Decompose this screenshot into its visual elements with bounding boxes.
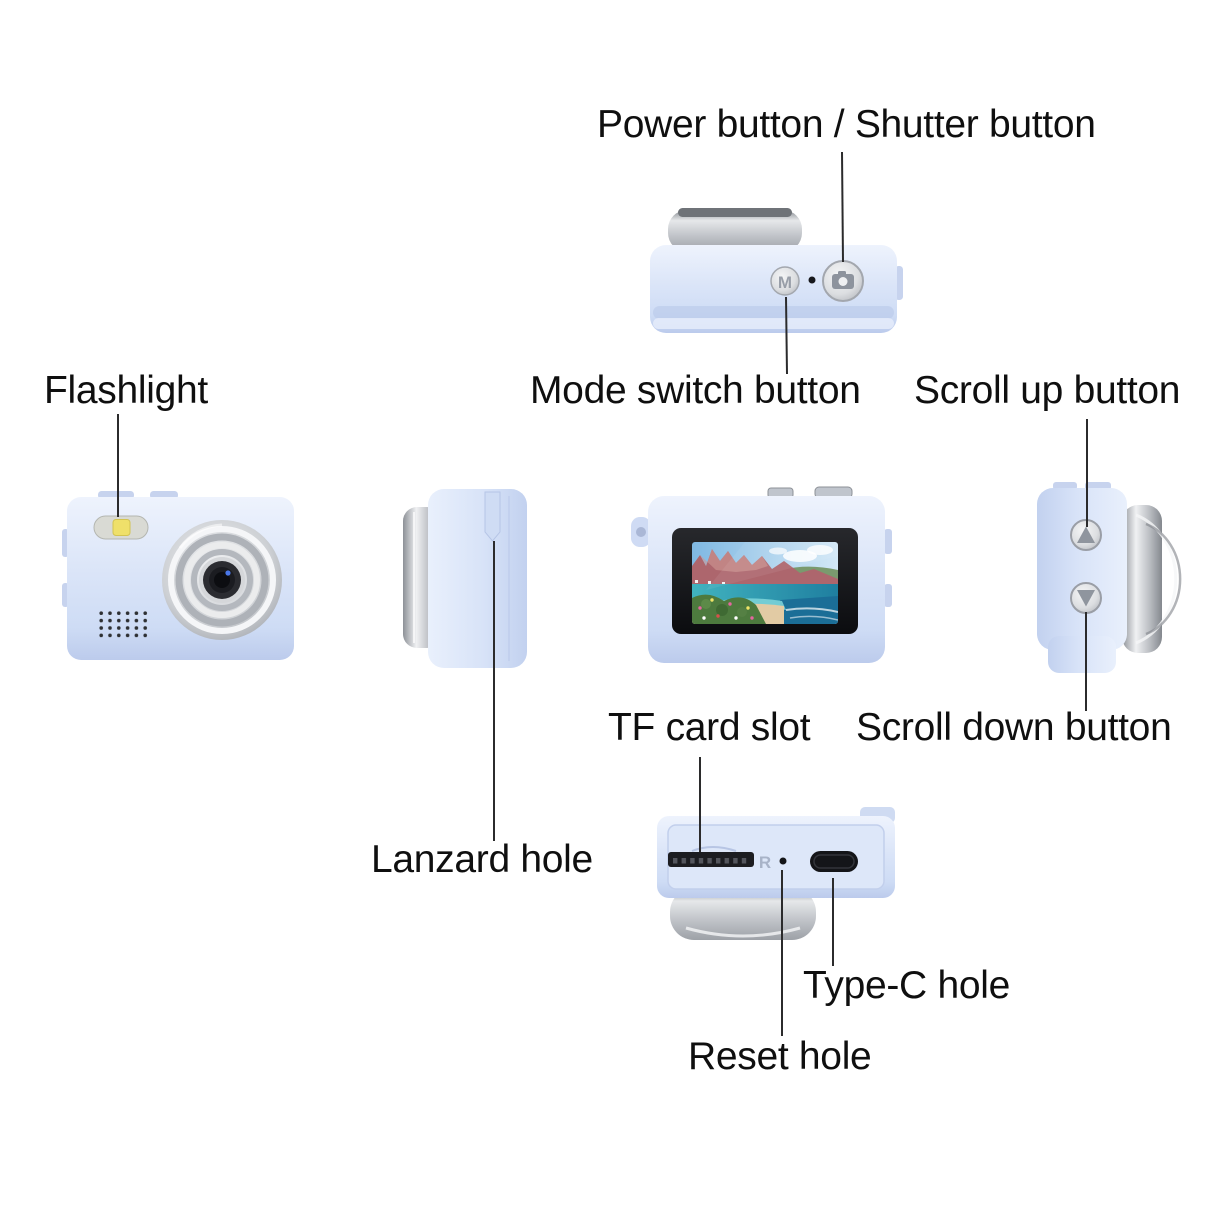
type-c-port	[810, 851, 858, 872]
label-scroll-up: Scroll up button	[914, 369, 1181, 412]
mode-button-letter: M	[778, 273, 792, 292]
mode-button	[770, 266, 800, 296]
camera-icon	[832, 271, 854, 289]
camera-back-view	[631, 486, 892, 663]
top-body-edge-band	[653, 306, 894, 319]
lens-barrel-bottom	[670, 888, 816, 940]
top-body-lip	[653, 318, 894, 329]
label-lanzard: Lanzard hole	[371, 838, 593, 881]
tf-card-slot-pins	[673, 858, 749, 864]
flashlight-bulb	[112, 519, 131, 536]
line-mode-switch	[785, 296, 788, 375]
camera-bottom-view: R	[657, 807, 895, 940]
side-body	[428, 489, 527, 668]
side-body-foot	[1048, 636, 1116, 673]
label-reset: Reset hole	[688, 1035, 872, 1078]
label-scroll-down: Scroll down button	[856, 706, 1172, 749]
lens-barrel-side	[1122, 505, 1162, 653]
lens-glint	[225, 570, 231, 576]
label-power-shutter: Power button / Shutter button	[597, 103, 1096, 146]
camera-right-side-view	[1037, 482, 1182, 673]
camera-top-view: M	[650, 208, 903, 333]
lanyard-bar	[484, 491, 501, 542]
reset-marking: R	[759, 853, 771, 872]
label-type-c: Type-C hole	[803, 964, 1010, 1007]
triangle-up-icon	[1077, 526, 1095, 543]
screen-image	[692, 542, 838, 624]
side-button-bump	[884, 584, 892, 607]
lens-ring-cap	[678, 208, 792, 217]
lens-ring-top-edge	[668, 210, 802, 252]
line-power-shutter	[841, 151, 844, 263]
power-indicator-dot	[808, 276, 816, 284]
lanyard-loop-hole	[636, 527, 646, 537]
label-flashlight: Flashlight	[44, 369, 208, 412]
reset-hole	[779, 857, 787, 865]
flower-dots	[698, 598, 754, 620]
type-c-port-inner	[813, 854, 855, 869]
camera-left-side-view	[403, 489, 527, 668]
triangle-down-icon	[1077, 590, 1095, 607]
lens	[162, 520, 282, 640]
speaker-grille	[99, 611, 150, 638]
label-tf-card: TF card slot	[608, 706, 811, 749]
side-body	[1037, 488, 1127, 650]
screen-glare	[706, 542, 838, 590]
tf-slot-arc	[691, 846, 737, 852]
label-mode-switch: Mode switch button	[530, 369, 861, 412]
connector-lines	[117, 151, 1088, 1036]
side-button-bump	[884, 529, 892, 554]
camera-front-view	[62, 491, 294, 660]
